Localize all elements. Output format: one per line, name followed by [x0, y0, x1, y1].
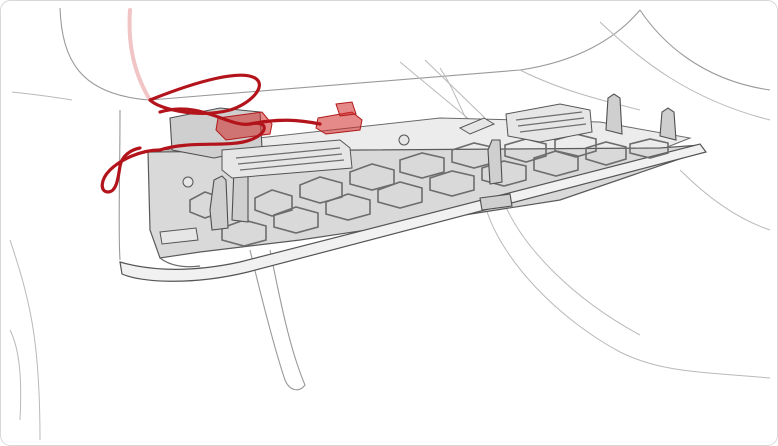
- screw-hole-left: [182, 176, 194, 188]
- left-trim-edge: [118, 109, 121, 261]
- hex-cell: [585, 141, 627, 166]
- clip-right-b: [659, 107, 677, 141]
- hex-cell: [399, 152, 445, 179]
- hex-cell: [325, 193, 371, 221]
- support-bracket-b: [424, 59, 486, 119]
- harness-wire-b: [248, 118, 322, 126]
- vent-grille-slats: [235, 147, 345, 171]
- dash-trim-line: [519, 69, 641, 111]
- clip-center: [487, 139, 503, 185]
- hex-cell: [533, 150, 579, 177]
- support-bracket-a: [399, 61, 471, 121]
- harness-loop: [148, 73, 261, 115]
- harness-wire-hook: [100, 146, 162, 194]
- dashboard-outline: [11, 7, 771, 126]
- tab-bracket: [458, 117, 496, 135]
- lower-latch: [479, 193, 513, 211]
- highlighted-connectors: [215, 101, 363, 141]
- hex-cell: [429, 170, 475, 197]
- hex-cell: [629, 138, 669, 159]
- harness-faded-section: [127, 8, 152, 102]
- center-support-leg: [249, 249, 306, 391]
- hex-cell: [254, 189, 293, 217]
- dashboard-left-edge: [11, 91, 73, 101]
- floor-contour: [484, 204, 771, 379]
- right-module-ribs: [515, 111, 587, 133]
- console-edge: [639, 9, 771, 91]
- panel-corner-edge: [159, 257, 201, 268]
- hex-cell: [481, 160, 527, 187]
- harness-wire-a: [158, 107, 266, 152]
- console-inner-edge: [599, 21, 771, 121]
- connector-center-highlight: [315, 111, 363, 135]
- console-side-edge: [679, 169, 771, 231]
- connector-center-top: [335, 101, 357, 117]
- screw-hole-center: [398, 134, 410, 146]
- left-door-sill-inner: [9, 329, 22, 421]
- dashboard-lower-edge: [59, 7, 641, 101]
- left-door-sill: [9, 239, 41, 441]
- hex-cell: [377, 181, 423, 209]
- clip-right-a: [605, 93, 623, 135]
- footwell-outline: [9, 109, 771, 441]
- hex-cell: [273, 206, 319, 234]
- clip-slot-left: [159, 227, 199, 245]
- connector-left-highlight: [215, 111, 273, 141]
- wiring-harness: [100, 8, 322, 194]
- floor-contour-inner: [504, 204, 641, 336]
- clip-left-a: [209, 175, 229, 231]
